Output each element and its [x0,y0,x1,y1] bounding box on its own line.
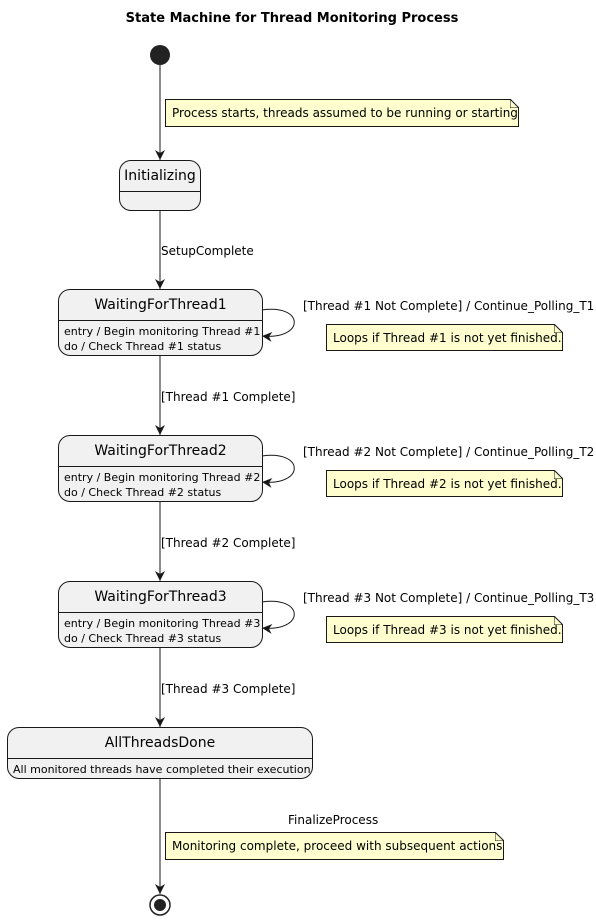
transition-label-setup-complete: SetupComplete [161,244,254,258]
self-loop-label-thread1: [Thread #1 Not Complete] / Continue_Poll… [303,299,595,313]
state-initializing: Initializing [119,160,201,211]
state-description: All monitored threads have completed the… [13,763,313,776]
self-loop-label-thread3: [Thread #3 Not Complete] / Continue_Poll… [303,591,595,605]
note-thread3-loop: Loops if Thread #3 is not yet finished. [326,616,563,643]
state-waiting-thread1: WaitingForThread1 entry / Begin monitori… [58,289,263,356]
self-loop-arrow-thread3 [261,600,295,634]
state-do-action: do / Check Thread #1 status [64,340,222,353]
note-process-start: Process starts, threads assumed to be ru… [165,99,519,127]
self-loop-label-thread2: [Thread #2 Not Complete] / Continue_Poll… [303,445,595,459]
self-loop-arrow-thread1 [261,308,295,342]
transition-label-thread3-complete: [Thread #3 Complete] [161,682,296,696]
note-monitoring-complete: Monitoring complete, proceed with subseq… [165,832,504,860]
state-name: Initializing [120,161,200,192]
self-loop-arrow-thread2 [261,454,295,488]
state-all-threads-done: AllThreadsDone All monitored threads hav… [7,727,313,779]
state-waiting-thread3: WaitingForThread3 entry / Begin monitori… [58,581,263,648]
diagram-title: State Machine for Thread Monitoring Proc… [125,11,459,26]
transition-label-thread2-complete: [Thread #2 Complete] [161,536,296,550]
state-entry-action: entry / Begin monitoring Thread #3 [64,617,261,630]
state-name: WaitingForThread3 [59,582,262,613]
state-name: AllThreadsDone [8,728,312,759]
state-name: WaitingForThread2 [59,436,262,467]
start-node [150,45,170,65]
state-entry-action: entry / Begin monitoring Thread #2 [64,471,261,484]
note-thread2-loop: Loops if Thread #2 is not yet finished. [326,470,563,497]
note-thread1-loop: Loops if Thread #1 is not yet finished. [326,324,563,351]
state-do-action: do / Check Thread #3 status [64,632,222,645]
state-name: WaitingForThread1 [59,290,262,321]
end-node-inner [154,899,166,911]
transition-label-thread1-complete: [Thread #1 Complete] [161,390,296,404]
state-do-action: do / Check Thread #2 status [64,486,222,499]
transition-label-finalize-process: FinalizeProcess [288,813,379,827]
state-entry-action: entry / Begin monitoring Thread #1 [64,325,261,338]
state-waiting-thread2: WaitingForThread2 entry / Begin monitori… [58,435,263,502]
